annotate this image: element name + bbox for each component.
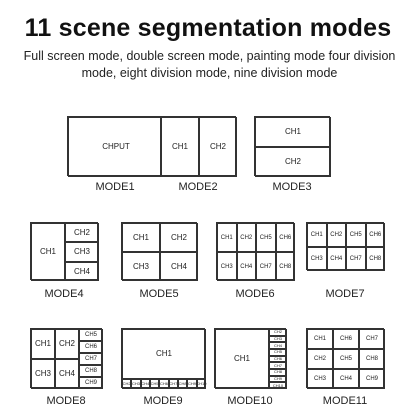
mode-label: MODE9 <box>143 395 183 407</box>
channel-cell: CH5 <box>333 349 359 369</box>
channel-cell: CH2 <box>65 223 99 242</box>
channel-cell: CH2 <box>199 117 237 177</box>
channel-cell: CH6 <box>275 223 295 252</box>
channel-cell: CH8 <box>365 247 385 271</box>
channel-cell: CH9 <box>187 379 197 389</box>
channel-cell: CH1 <box>255 117 331 147</box>
channel-cell: CH9 <box>359 369 385 389</box>
channel-cell: CH2 <box>255 147 331 177</box>
channel-cell: CH8 <box>359 349 385 369</box>
mode-label: MODE5 <box>139 288 179 300</box>
mode-label: MODE8 <box>46 395 86 407</box>
channel-cell: CH6 <box>365 223 385 247</box>
mode-label: MODE3 <box>272 181 312 193</box>
channel-cell: CH4 <box>55 359 79 389</box>
channel-cell: CH10 <box>269 382 287 389</box>
channel-cell: CH4 <box>140 379 150 389</box>
channel-cell: CH3 <box>307 369 333 389</box>
channel-cell: CH8 <box>269 369 287 376</box>
channel-cell: CH8 <box>79 365 103 377</box>
mode-1-screen: CHPUT <box>67 116 164 177</box>
channel-cell: CH6 <box>159 379 169 389</box>
mode-label: MODE10 <box>227 395 273 407</box>
channel-cell: CH1 <box>122 223 160 252</box>
mode-label: MODE6 <box>235 288 275 300</box>
page-subtitle: Full screen mode, double screen mode, pa… <box>23 49 396 80</box>
channel-cell: CH3 <box>269 335 287 343</box>
channel-cell: CH6 <box>333 329 359 349</box>
channel-cell: CH7 <box>256 252 276 281</box>
channel-cell: CH7 <box>359 329 385 349</box>
channel-cell: CH5 <box>346 223 366 247</box>
mode-label: MODE4 <box>44 288 84 300</box>
channel-cell: CH2 <box>160 223 198 252</box>
channel-cell: CH1 <box>31 329 55 359</box>
channel-cell: CH3 <box>31 359 55 389</box>
channel-cell: CH2 <box>307 349 333 369</box>
channel-cell: CH7 <box>269 362 287 369</box>
channel-cell: CH7 <box>168 379 178 389</box>
channel-cell: CH1 <box>307 329 333 349</box>
channel-cell: CH3 <box>131 379 141 389</box>
channel-cell: CH2 <box>326 223 346 247</box>
page-title: 11 scene segmentation modes <box>24 14 392 42</box>
channel-cell: CH1 <box>122 329 206 379</box>
channel-cell: CH3 <box>307 247 327 271</box>
channel-cell: CH2 <box>122 379 132 389</box>
channel-cell: CH9 <box>269 375 287 383</box>
channel-cell: CH7 <box>79 353 103 365</box>
channel-cell: CH1 <box>31 223 65 281</box>
channel-cell: CH5 <box>256 223 276 252</box>
channel-cell: CH4 <box>326 247 346 271</box>
channel-cell: CH10 <box>196 379 206 389</box>
channel-cell: CH9 <box>79 377 103 389</box>
channel-cell: CH3 <box>65 242 99 262</box>
channel-cell: CH1 <box>215 329 269 389</box>
channel-cell: CH7 <box>346 247 366 271</box>
channel-cell: CH6 <box>269 355 287 363</box>
channel-cell: CH3 <box>122 252 160 281</box>
channel-cell: CH4 <box>236 252 256 281</box>
channel-cell: CH2 <box>55 329 79 359</box>
channel-cell: CH4 <box>333 369 359 389</box>
channel-cell: CH1 <box>217 223 237 252</box>
channel-cell: CH5 <box>79 329 103 341</box>
channel-cell: CH3 <box>217 252 237 281</box>
mode-label: MODE7 <box>325 288 365 300</box>
mode-label: MODE2 <box>178 181 218 193</box>
channel-cell: CH5 <box>150 379 160 389</box>
channel-cell: CH5 <box>269 349 287 356</box>
channel-cell: CH4 <box>269 342 287 349</box>
channel-cell: CHPUT <box>68 117 164 177</box>
channel-cell: CH8 <box>178 379 188 389</box>
mode-label: MODE11 <box>322 395 368 407</box>
channel-cell: CH4 <box>65 262 99 281</box>
channel-cell: CH8 <box>275 252 295 281</box>
channel-cell: CH2 <box>236 223 256 252</box>
channel-cell: CH4 <box>160 252 198 281</box>
channel-cell: CH1 <box>161 117 199 177</box>
channel-cell: CH2 <box>269 329 287 336</box>
mode-label: MODE1 <box>95 181 135 193</box>
channel-cell: CH1 <box>307 223 327 247</box>
channel-cell: CH6 <box>79 341 103 353</box>
